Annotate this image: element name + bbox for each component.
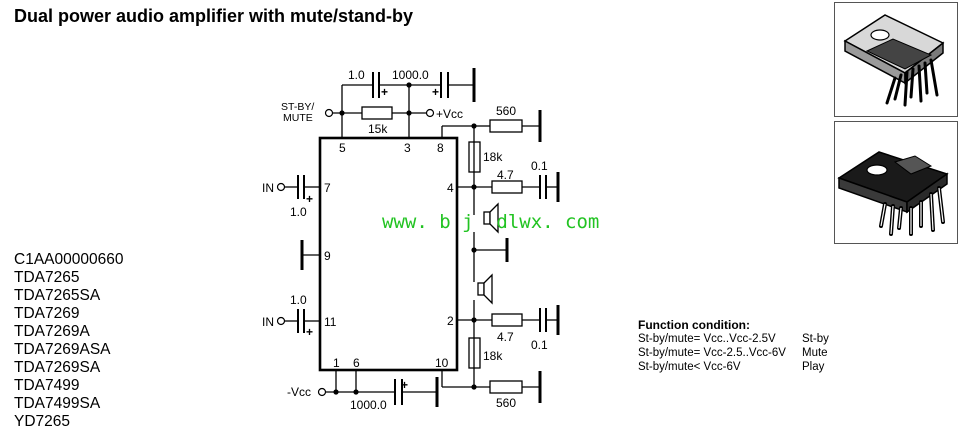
resistor-4-7-top (491, 180, 523, 194)
mode-text: Mute (802, 347, 828, 359)
vcc-pos-label: +Vcc (436, 107, 463, 121)
mute-label: MUTE (283, 112, 313, 124)
watermark-text: www. b j dlwx. com (382, 211, 599, 233)
terminal-in2 (276, 316, 286, 326)
list-item: TDA7269SA (14, 359, 101, 376)
function-condition-table: Function condition: St-by/mute= Vcc..Vcc… (638, 318, 829, 374)
polarity-label: + (432, 85, 439, 99)
condition-text: St-by/mute= Vcc-2.5..Vcc-6V (638, 347, 786, 359)
cap-label: 1000.0 (392, 68, 429, 82)
input-label: IN (262, 315, 274, 329)
page-title: Dual power audio amplifier with mute/sta… (14, 6, 414, 26)
pin-number: 4 (447, 181, 454, 195)
resistor-label: 560 (496, 396, 516, 410)
terminal-vcc-neg (317, 387, 327, 397)
list-item: YD7265 (14, 413, 71, 430)
list-item: TDA7265SA (14, 287, 101, 304)
pin-number: 3 (404, 141, 411, 155)
resistor-560-bottom (489, 380, 523, 394)
cap-label: 0.1 (531, 338, 548, 352)
polarity-label: + (381, 85, 388, 99)
list-item: TDA7499SA (14, 395, 101, 412)
pin-number: 8 (437, 141, 444, 155)
pin-number: 2 (447, 314, 454, 328)
cap-label: 0.1 (531, 159, 548, 173)
pin-number: 1 (333, 356, 340, 370)
package-image-flat (834, 121, 958, 244)
cap-label: 1.0 (348, 68, 365, 82)
table-row: St-by/mute= Vcc-2.5..Vcc-6V Mute (638, 346, 829, 360)
cap-label: 1.0 (290, 205, 307, 219)
list-item: TDA7269 (14, 305, 80, 322)
cap-label: 1.0 (290, 293, 307, 307)
polarity-label: + (306, 192, 313, 206)
package-image-slanted (834, 2, 958, 117)
pin-number: 6 (353, 356, 360, 370)
list-item: TDA7499 (14, 377, 80, 394)
mode-text: St-by (802, 333, 829, 345)
terminal-in1 (276, 182, 286, 192)
table-row: St-by/mute< Vcc-6V Play (638, 360, 829, 374)
mode-text: Play (802, 361, 825, 373)
resistor-label: 15k (368, 122, 388, 136)
resistor-label: 18k (483, 349, 503, 363)
pin-number: 11 (324, 315, 337, 329)
polarity-label: + (306, 325, 313, 339)
resistor-4-7-bottom (491, 313, 523, 327)
resistor-18k-bottom (468, 337, 481, 369)
ic-body (318, 136, 459, 372)
list-item: C1AA00000660 (14, 251, 124, 268)
condition-text: St-by/mute= Vcc..Vcc-2.5V (638, 333, 776, 345)
pin-number: 10 (435, 356, 449, 370)
resistor-label: 4.7 (497, 168, 514, 182)
condition-text: St-by/mute< Vcc-6V (638, 361, 741, 373)
pin-number: 7 (324, 181, 331, 195)
resistor-label: 18k (483, 150, 503, 164)
speaker-icon (477, 273, 493, 305)
terminal-vcc-pos (425, 108, 435, 118)
list-item: TDA7265 (14, 269, 80, 286)
terminal-stby (324, 108, 334, 118)
ic-package-slanted-icon (843, 14, 945, 107)
resistor-15k (361, 106, 393, 120)
part-number-list: C1AA00000660 TDA7265 TDA7265SA TDA7269 T… (14, 251, 123, 431)
resistor-label: 560 (496, 104, 516, 118)
resistor-label: 4.7 (497, 330, 514, 344)
stby-label: ST-BY/ (281, 101, 314, 113)
vcc-neg-label: -Vcc (287, 385, 311, 399)
function-condition-title: Function condition: (638, 318, 750, 332)
pin-number: 5 (339, 141, 346, 155)
list-item: TDA7269A (14, 323, 90, 340)
speaker-icon (483, 202, 499, 234)
resistor-18k-top (468, 141, 481, 173)
resistor-560-top (489, 119, 523, 133)
list-item: TDA7269ASA (14, 341, 111, 358)
table-row: St-by/mute= Vcc..Vcc-2.5V St-by (638, 332, 829, 346)
ic-package-flat-icon (837, 151, 949, 236)
input-label: IN (262, 181, 274, 195)
pin-number: 9 (324, 249, 331, 263)
polarity-label: + (401, 378, 408, 392)
cap-label: 1000.0 (350, 398, 387, 412)
